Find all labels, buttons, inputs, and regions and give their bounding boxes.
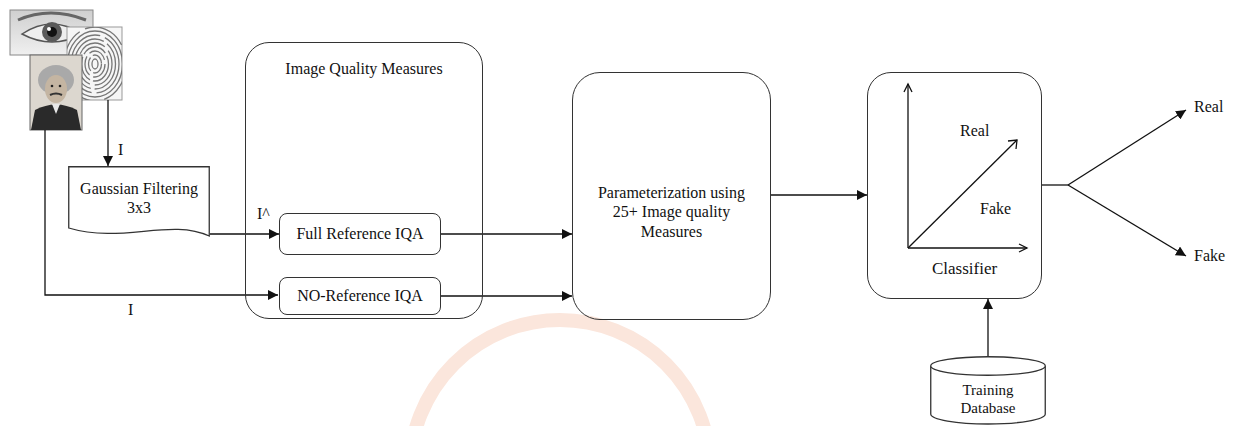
- process-box: Full Reference IQA: [279, 213, 441, 255]
- signal-label: I: [126, 300, 135, 319]
- input-arrow: [45, 130, 278, 295]
- signal-label: I: [116, 140, 125, 159]
- database-cylinder: Training Database: [930, 356, 1046, 424]
- flow-arrow: [441, 233, 572, 234]
- output-label: Real: [1192, 97, 1225, 116]
- flow-arrow: [441, 295, 572, 296]
- node-text: Full Reference IQA: [296, 224, 423, 243]
- node-text: Parameterization using 25+ Image quality…: [587, 183, 756, 241]
- group-heading: Image Quality Measures: [255, 59, 473, 78]
- group-box: Full Reference IQA NO-Reference IQA Image …: [245, 42, 483, 319]
- input-arrow: [107, 100, 108, 166]
- flow-arrow: [987, 299, 988, 356]
- classifier-box: RealFakeClassifier: [867, 72, 1042, 299]
- face-photo: [30, 55, 82, 130]
- class-label: Real: [960, 121, 989, 140]
- process-box: Parameterization using 25+ Image quality…: [572, 72, 771, 320]
- output-arrow: [1068, 110, 1186, 185]
- node-text: NO-Reference IQA: [297, 286, 423, 305]
- flow-arrow: [771, 194, 867, 195]
- node-text: Gaussian Filtering 3x3: [78, 179, 200, 217]
- class-label: Fake: [980, 199, 1011, 218]
- edge-label: I^: [255, 204, 272, 223]
- output-line: [1042, 184, 1068, 185]
- process-box: NO-Reference IQA: [279, 277, 441, 315]
- watermark-arc: [410, 320, 710, 426]
- output-label: Fake: [1192, 246, 1227, 265]
- node-title: Classifier: [932, 259, 997, 279]
- filter-document: Gaussian Filtering 3x3: [68, 166, 210, 240]
- output-arrow: [1068, 185, 1186, 256]
- node-text: Training Database: [946, 381, 1030, 417]
